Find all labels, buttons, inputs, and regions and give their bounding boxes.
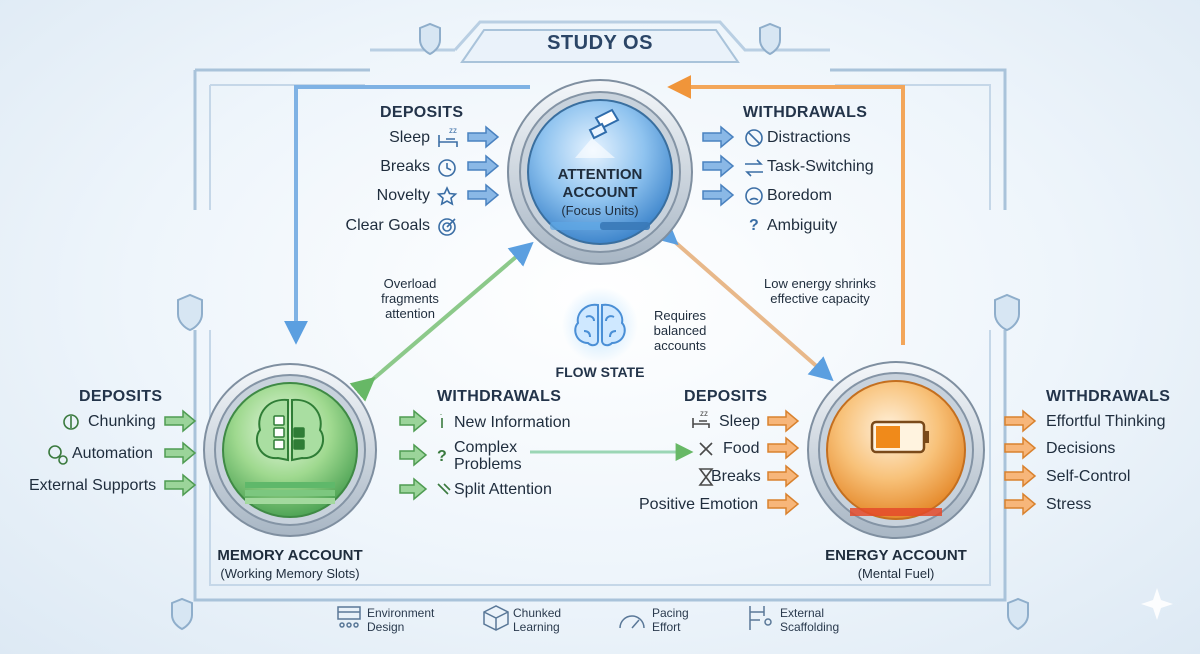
attention-withdrawal-item: Ambiguity [767,217,838,234]
flow-state-label: FLOW STATE [555,364,645,380]
brain-icon [574,303,626,347]
cube-icon [483,605,509,631]
attention-energy-link [652,220,834,382]
low-energy-note: Low energy shrinks effective capacity [764,276,876,306]
memory-deposits-heading: DEPOSITS [79,388,163,405]
svg-text:zz: zz [449,126,457,135]
memory-title: MEMORY ACCOUNT [217,547,363,564]
requires-note: Requires balanced accounts [653,308,707,353]
battery-icon [870,420,929,454]
star-icon [436,186,458,206]
memory-dial [203,363,377,537]
memory-withdrawal-item: Split Attention [454,481,552,498]
split-icon [437,483,451,495]
attention-withdrawal-arrows [702,125,735,207]
flashlight-icon [575,108,620,158]
energy-withdrawals-heading: WITHDRAWALS [1046,388,1171,405]
shield-icon [171,22,1029,631]
sparkle-icon [1141,588,1173,620]
footer-pacing-effort: Pacing Effort [652,606,689,634]
attention-withdrawal-item: Distractions [767,129,851,146]
footer-external-scaffolding: External Scaffolding [780,606,840,634]
question-icon: ? [749,217,759,234]
target-icon [438,218,456,236]
attention-withdrawal-item: Boredom [767,187,832,204]
energy-withdrawal-item: Self-Control [1046,468,1131,485]
attention-deposit-item: Sleep [389,129,430,146]
energy-withdrawal-item: Decisions [1046,440,1116,457]
gears-icon [48,445,68,465]
hourglass-icon [698,468,714,486]
footer-chunked-learning: Chunked Learning [513,606,562,634]
attention-deposits-heading: DEPOSITS [380,104,464,121]
flow-state-glow [562,287,638,363]
memory-subtitle: (Working Memory Slots) [220,566,360,581]
clock-icon [438,159,456,177]
attention-withdrawals-heading: WITHDRAWALS [743,104,868,121]
gauge-icon [619,615,645,629]
energy-deposit-item: Sleep [719,413,760,430]
bed-icon: zz [692,409,710,428]
utensils-icon [699,442,713,456]
energy-deposits-heading: DEPOSITS [684,388,768,405]
memory-deposit-item: External Supports [29,477,157,494]
scaffolding-icon [749,606,772,630]
memory-withdrawals-heading: WITHDRAWALS [437,388,562,405]
memory-deposit-arrows [164,409,197,497]
attention-deposit-item: Breaks [380,158,430,175]
swap-arrows-icon [745,159,763,177]
energy-withdrawal-item: Effortful Thinking [1046,413,1166,430]
footer-environment-design: Environment Design [367,606,435,634]
attention-deposit-item: Novelty [376,187,430,204]
svg-text:zz: zz [700,409,708,418]
energy-to-attention-arrow [667,75,905,345]
energy-withdrawal-item: Stress [1046,496,1092,513]
energy-deposit-item: Positive Emotion [639,496,759,513]
attention-title-line2: ACCOUNT [562,184,638,201]
title-plate [460,29,740,63]
bed-icon: zz [438,126,458,147]
energy-deposit-item: Food [723,440,760,457]
page-title: STUDY OS [547,32,653,54]
energy-deposit-item: Breaks [711,468,761,485]
attention-subtitle: (Focus Units) [561,203,639,218]
energy-deposit-arrows [767,409,800,516]
brain-grid-icon [255,398,325,462]
info-icon [440,414,443,428]
environment-icon [337,606,361,628]
overload-note: Overload fragments attention [381,276,439,321]
energy-title: ENERGY ACCOUNT [825,547,967,564]
question-icon: ? [437,448,447,465]
attention-deposit-arrows [467,125,500,207]
attention-withdrawal-item: Task-Switching [767,158,874,175]
memory-deposit-item: Chunking [88,413,156,430]
memory-withdrawal-item: Complex Problems [454,439,522,473]
attention-to-memory-arrow [284,85,530,345]
energy-withdrawal-arrows [1004,409,1037,516]
brain-icon [63,414,79,430]
attention-title-line1: ATTENTION [557,166,643,183]
blocked-icon [745,129,763,147]
frown-icon [745,187,763,205]
memory-withdrawal-item: New Information [454,414,571,431]
outer-frame [193,20,1007,602]
attention-deposit-item: Clear Goals [345,217,430,234]
memory-deposit-item: Automation [72,445,153,462]
memory-attention-link [349,241,534,402]
attention-dial [507,79,693,265]
memory-withdrawal-arrows [399,409,428,501]
energy-subtitle: (Mental Fuel) [857,566,935,581]
